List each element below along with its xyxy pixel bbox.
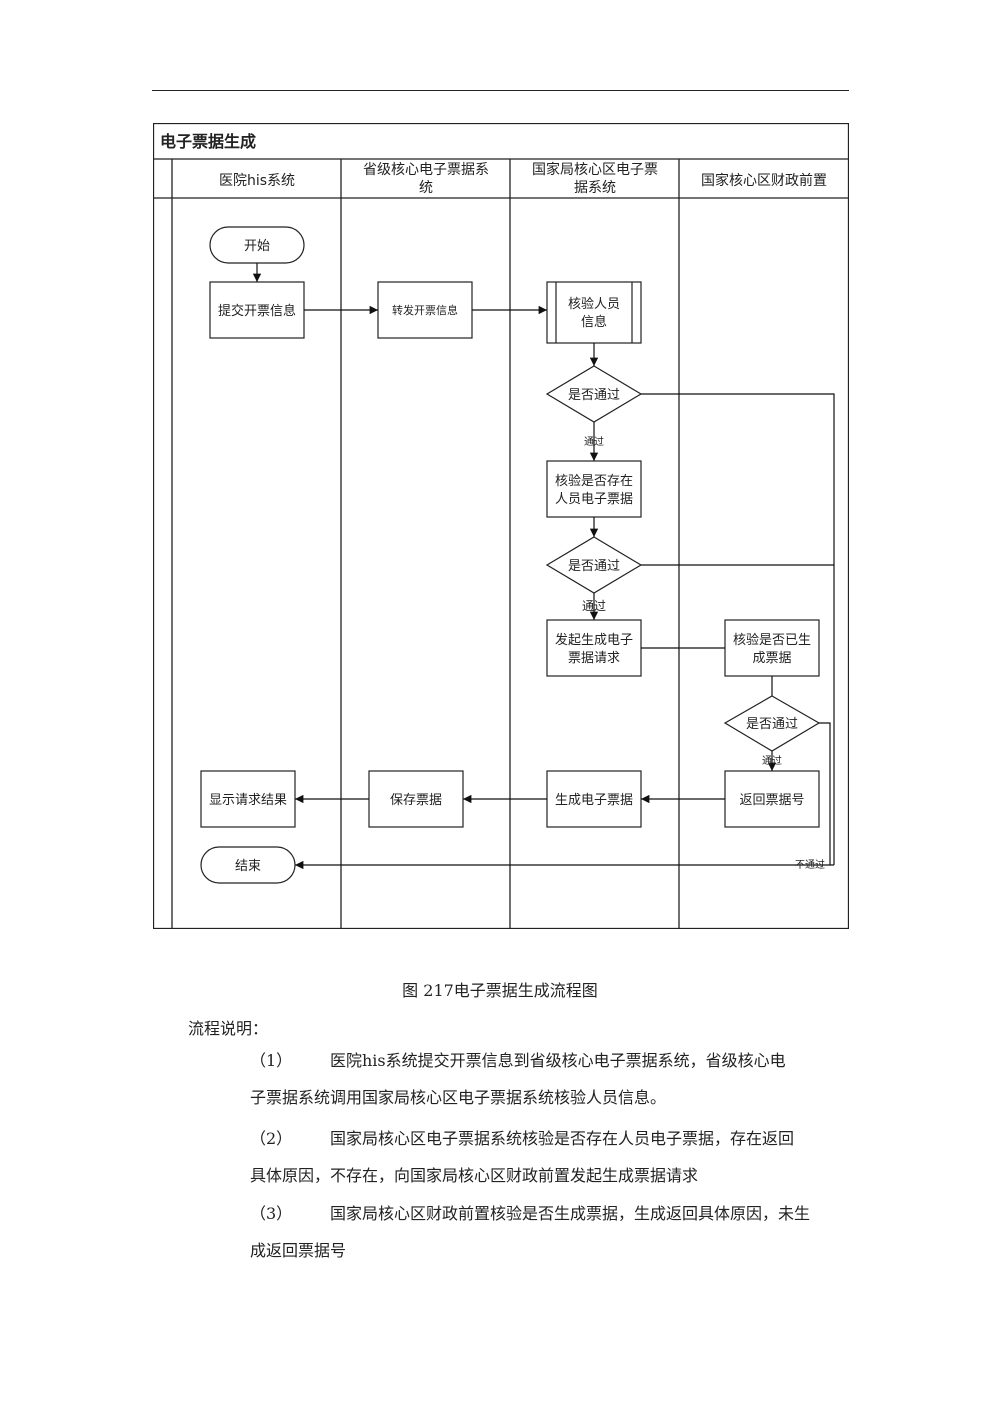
save-label: 保存票据 [390,793,442,808]
item-text: 国家局核心区电子票据系统核验是否存在人员电子票据，存在返回 [330,1129,795,1148]
decision-3-label: 是否通过 [746,717,798,732]
fail-connector-3 [819,722,831,865]
description-item-2: （2） 国家局核心区电子票据系统核验是否存在人员电子票据，存在返回 具体原因，不存… [250,1120,850,1194]
lane-header-national-cont: 据系统 [574,180,616,196]
verify-exist-label: 核验是否存在 [555,473,633,489]
pass-3-label: 通过 [762,754,782,767]
verify-exist-label-2: 人员电子票据 [555,492,633,507]
verify-person-label-2: 信息 [581,314,607,330]
description-item-1: （1） 医院his系统提交开票信息到省级核心电子票据系统，省级核心电 子票据系统调… [250,1042,850,1116]
start-label: 开始 [244,239,270,254]
save-process [368,770,464,828]
diagram-title: 电子票据生成 [160,132,256,151]
submit-label: 提交开票信息 [218,303,296,319]
lane-header-provincial-cont: 统 [419,180,433,196]
fail-label: 不通过 [795,858,825,871]
decision-2-label: 是否通过 [568,559,620,574]
description-item-3: （3） 国家局核心区财政前置核验是否生成票据，生成返回具体原因，未生 成返回票据号 [250,1195,850,1269]
item-number: （1） [250,1051,293,1070]
flowchart: 电子票据生成 医院his系统 省级核心电子票据系 统 国家局核心区电子票 据系统… [153,123,849,929]
verify-person-subprocess [546,281,642,344]
show-result-label: 显示请求结果 [209,793,287,808]
verify-generated-label: 核验是否已生 [733,632,811,648]
generate-label: 生成电子票据 [555,793,633,808]
pass-2-label: 通过 [582,599,606,613]
lane-header-provincial: 省级核心电子票据系 [363,162,489,178]
item-number: （2） [250,1129,293,1148]
decision-1-label: 是否通过 [568,388,620,403]
lane-header-finance: 国家核心区财政前置 [701,172,827,189]
lane-header-hospital: 医院his系统 [219,173,295,189]
figure-caption: 图 217电子票据生成流程图 [402,981,598,1000]
verify-exist-process [546,460,642,518]
verify-generated-process [724,619,820,677]
request-process [546,619,642,677]
forward-label: 转发开票信息 [392,303,458,317]
return-number-process [724,770,820,828]
fail-connector-1 [641,393,835,865]
item-text-cont: 子票据系统调用国家局核心区电子票据系统核验人员信息。 [250,1088,667,1107]
item-number: （3） [250,1204,293,1223]
header-rule [152,90,849,91]
description-title: 流程说明： [188,1019,269,1038]
verify-generated-label-2: 成票据 [752,651,791,666]
request-label-2: 票据请求 [568,651,620,666]
pass-1-label: 通过 [584,435,604,448]
item-text: 国家局核心区财政前置核验是否生成票据，生成返回具体原因，未生 [330,1204,811,1223]
return-number-label: 返回票据号 [739,793,804,808]
verify-person-label: 核验人员 [568,296,620,312]
item-text: 医院his系统提交开票信息到省级核心电子票据系统，省级核心电 [330,1051,786,1070]
item-text-cont: 具体原因，不存在，向国家局核心区财政前置发起生成票据请求 [250,1166,699,1185]
generate-process [546,770,642,828]
request-label: 发起生成电子 [555,632,633,648]
pool-frame [153,123,849,929]
item-text-cont: 成返回票据号 [250,1241,347,1260]
lane-header-national: 国家局核心区电子票 [532,161,658,178]
end-label: 结束 [235,859,261,874]
